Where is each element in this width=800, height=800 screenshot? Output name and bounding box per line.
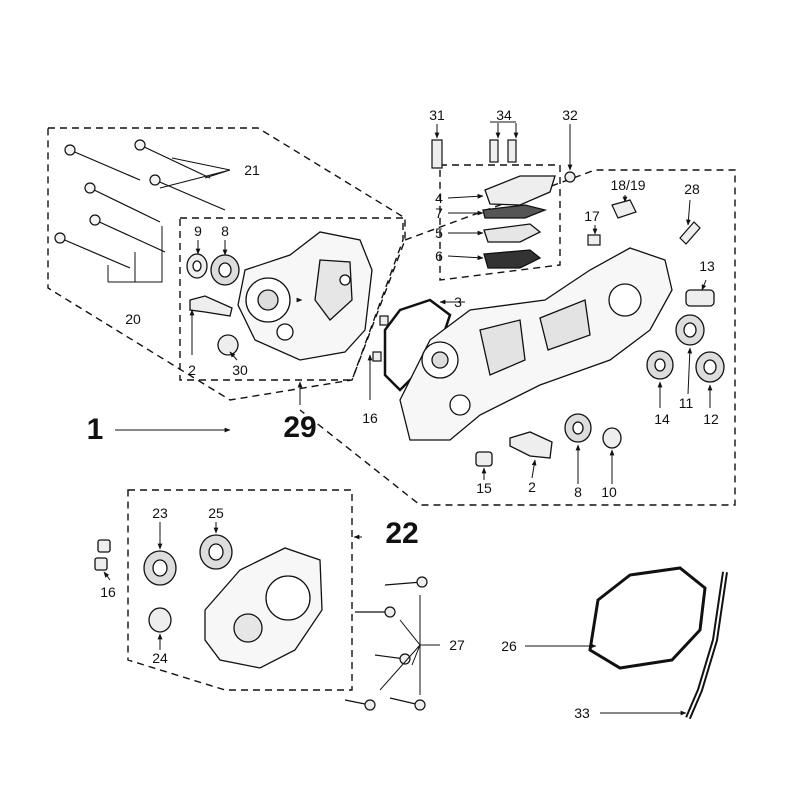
bush-30 bbox=[217, 334, 239, 356]
callout-32: 32 bbox=[562, 107, 578, 123]
seal-24 bbox=[148, 607, 172, 633]
callout-2-right: 2 bbox=[528, 479, 536, 495]
callout-33: 33 bbox=[574, 705, 590, 721]
callout-2-left: 2 bbox=[188, 362, 196, 378]
callout-23: 23 bbox=[152, 505, 168, 521]
callout-22: 22 bbox=[385, 517, 419, 550]
screw-31 bbox=[431, 139, 443, 169]
intake-manifold-4 bbox=[484, 175, 556, 206]
callout-9: 9 bbox=[194, 223, 202, 239]
callout-20: 20 bbox=[125, 311, 141, 327]
group-29-outline bbox=[179, 217, 404, 381]
callout-4: 4 bbox=[435, 190, 443, 206]
callout-3: 3 bbox=[454, 294, 462, 310]
callout-27: 27 bbox=[449, 637, 465, 653]
screws-27 bbox=[344, 576, 428, 711]
callout-8-right: 8 bbox=[574, 484, 582, 500]
callout-15: 15 bbox=[476, 480, 492, 496]
group-1-outline-right bbox=[299, 169, 736, 506]
transmission-cover bbox=[204, 547, 323, 669]
callout-11: 11 bbox=[678, 395, 694, 411]
gasket-26 bbox=[588, 566, 707, 670]
screw-34b bbox=[507, 139, 517, 163]
bush-15 bbox=[475, 451, 493, 467]
long-bolts bbox=[54, 139, 226, 269]
callout-28: 28 bbox=[684, 181, 700, 197]
shaft-2-right bbox=[509, 431, 553, 459]
callout-14: 14 bbox=[654, 411, 670, 427]
callout-16-upper: 16 bbox=[362, 410, 378, 426]
callout-21: 21 bbox=[244, 162, 260, 178]
callout-30: 30 bbox=[232, 362, 248, 378]
callout-24: 24 bbox=[152, 650, 168, 666]
callout-1: 1 bbox=[86, 413, 104, 446]
sensor-18-19 bbox=[611, 199, 637, 219]
callout-7: 7 bbox=[435, 205, 443, 221]
screw-28 bbox=[679, 221, 701, 245]
nut-32 bbox=[564, 171, 576, 183]
callout-8-left: 8 bbox=[221, 223, 229, 239]
callout-18-19: 18/19 bbox=[610, 177, 646, 193]
seal-10 bbox=[602, 427, 622, 449]
reed-valve-group-outline bbox=[439, 164, 561, 281]
callout-13: 13 bbox=[699, 258, 715, 274]
bush-17 bbox=[587, 234, 601, 246]
gasket-7 bbox=[482, 204, 548, 219]
callout-17: 17 bbox=[584, 208, 600, 224]
group-22-outline bbox=[127, 489, 353, 691]
callout-12: 12 bbox=[703, 411, 719, 427]
callout-29: 29 bbox=[283, 411, 317, 444]
callout-34: 34 bbox=[496, 107, 512, 123]
dowel-16b bbox=[97, 539, 111, 553]
callout-26: 26 bbox=[501, 638, 517, 654]
shaft-2-left bbox=[189, 295, 233, 317]
callout-25: 25 bbox=[208, 505, 224, 521]
callout-5: 5 bbox=[435, 225, 443, 241]
callout-16-lower: 16 bbox=[100, 584, 116, 600]
left-crankcase-half bbox=[237, 231, 373, 361]
reed-valve-5 bbox=[483, 223, 542, 243]
callout-31: 31 bbox=[429, 107, 445, 123]
group-1-outline bbox=[47, 127, 406, 401]
dowel-16 bbox=[379, 315, 389, 326]
screw-34a bbox=[489, 139, 499, 163]
callout-10: 10 bbox=[601, 484, 617, 500]
bush-13 bbox=[685, 289, 715, 307]
hose-33 bbox=[685, 571, 728, 720]
gasket-6 bbox=[483, 249, 542, 269]
right-crankcase bbox=[399, 247, 673, 441]
callout-6: 6 bbox=[435, 248, 443, 264]
